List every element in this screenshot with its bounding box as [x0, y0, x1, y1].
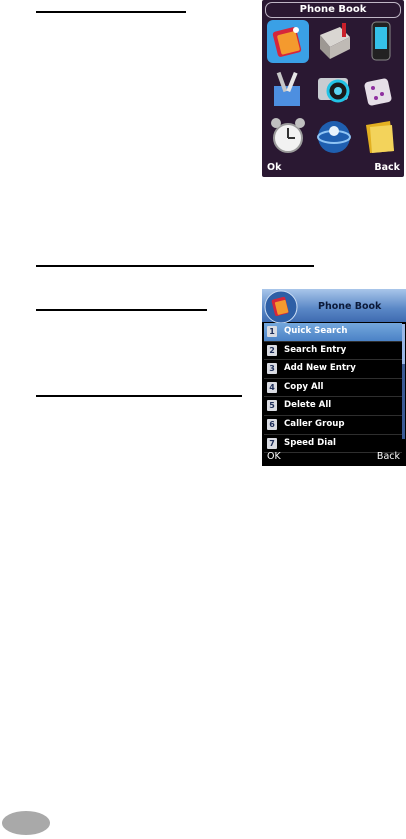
messages-icon[interactable] [312, 19, 356, 64]
item-number: 2 [267, 344, 277, 356]
screen-title: Phone Book [265, 2, 401, 18]
phone-book-icon [264, 290, 298, 324]
back-softkey[interactable]: Back [374, 162, 400, 173]
phone-screen-main-menu: Phone Book Ok Back [262, 0, 404, 177]
screen-header: Phone Book [262, 289, 406, 324]
menu-item-add-new-entry[interactable]: 3 Add New Entry [264, 360, 402, 379]
menu-item-speed-dial[interactable]: 7 Speed Dial [264, 435, 402, 454]
rule-4 [36, 395, 242, 397]
menu-item-quick-search[interactable]: 1 Quick Search [264, 323, 402, 342]
scrollbar-thumb[interactable] [402, 324, 405, 364]
menu-item-caller-group[interactable]: 6 Caller Group [264, 416, 402, 435]
camera-icon[interactable] [312, 66, 356, 111]
item-number: 5 [267, 400, 277, 412]
scrollbar[interactable] [402, 324, 405, 439]
phone-book-menu: 1 Quick Search 2 Search Entry 3 Add New … [264, 323, 402, 454]
rule-3 [36, 309, 207, 311]
rule-2 [36, 265, 314, 267]
page-badge [2, 811, 50, 835]
phone-book-icon[interactable] [266, 19, 310, 64]
item-number: 6 [267, 418, 277, 430]
ok-softkey[interactable]: OK [267, 451, 281, 462]
item-number: 1 [267, 326, 277, 337]
menu-item-delete-all[interactable]: 5 Delete All [264, 397, 402, 416]
games-icon[interactable] [358, 66, 402, 111]
rule-1 [36, 11, 186, 13]
phone-screen-phone-book: Phone Book 1 Quick Search 2 Search Entry… [262, 289, 406, 466]
folder-icon[interactable] [358, 113, 402, 158]
item-label: Speed Dial [284, 437, 336, 448]
item-number: 4 [267, 381, 277, 393]
item-label: Add New Entry [284, 363, 356, 374]
alarm-clock-icon[interactable] [266, 113, 310, 158]
item-number: 7 [267, 437, 277, 449]
item-label: Copy All [284, 381, 324, 392]
menu-item-search-entry[interactable]: 2 Search Entry [264, 342, 402, 361]
back-softkey[interactable]: Back [376, 451, 400, 462]
mobile-phone-icon[interactable] [358, 19, 402, 64]
item-number: 3 [267, 363, 277, 375]
item-label: Delete All [284, 400, 332, 411]
screen-title: Phone Book [318, 301, 382, 312]
item-label: Search Entry [284, 344, 347, 355]
item-label: Quick Search [284, 326, 348, 336]
item-label: Caller Group [284, 418, 345, 429]
ok-softkey[interactable]: Ok [267, 162, 282, 173]
menu-icon-grid [266, 19, 402, 159]
tools-icon[interactable] [266, 66, 310, 111]
menu-item-copy-all[interactable]: 4 Copy All [264, 379, 402, 398]
internet-icon[interactable] [312, 113, 356, 158]
